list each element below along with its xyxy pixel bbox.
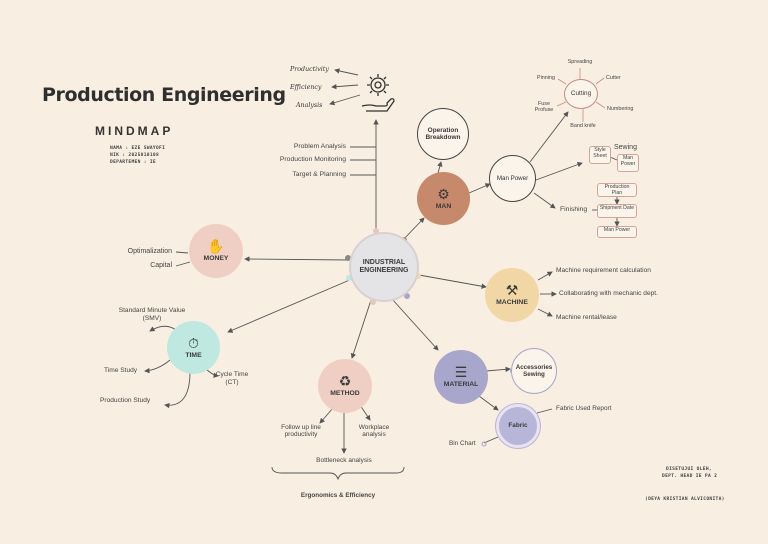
cutting-spreading: Spreading [567,59,593,65]
method-workplace: Workplace analysis [358,424,390,439]
time-study: Time Study [104,367,138,374]
cutting-fuse-profuse: Fuse Profuse [534,101,554,114]
money-label: MONEY [203,255,229,263]
machine-collaborating: Collaborating with mechanic dept. [559,290,658,297]
cutting-node: Cutting [564,79,598,109]
page-title: Production Engineering [42,84,286,106]
man-power-label: Man Power [496,174,529,182]
cutting-label: Cutting [570,90,592,98]
approved-by: DISETUJUI OLEH, [666,467,712,472]
money-node: ✋ MONEY [189,224,243,278]
method-follow-up: Follow up line productivity [281,424,321,439]
operation-breakdown-label: Operation Breakdown [425,126,461,141]
time-production-study: Production Study [100,397,151,404]
cutting-pinning: Pinning [537,75,555,81]
finishing-production-plan: Production Plan [597,183,637,197]
fabric-node: Fabric [496,404,540,448]
material-node: ☰ MATERIAL [434,350,488,404]
dna-icon: ♻ [338,373,352,390]
money-hand-icon: ✋ [207,238,225,255]
machine-label: MACHINE [496,299,528,307]
worker-icon: ⚙ [437,185,450,202]
item-problem-analysis: Problem Analysis [293,143,346,150]
fabric-used-report: Fabric Used Report [556,405,612,412]
sewing-label: Sewing [614,144,637,151]
cutting-numbering: Numbering [607,106,634,112]
material-label: MATERIAL [443,381,479,389]
machine-rental: Machine rental/lease [556,314,617,321]
gear-hand-icon [358,70,398,114]
method-label: METHOD [330,390,360,398]
author-department: DEPARTEMEN : IE [110,160,156,165]
sewing-style-sheet: Style Sheet [589,146,611,164]
approver-position: DEPT. HEAD IE PA 2 [662,474,718,479]
stopwatch-icon: ⏱ [188,334,199,351]
time-smv: Standard Minute Value (SMV) [118,307,186,322]
item-production-monitoring: Production Monitoring [279,156,346,163]
man-node: ⚙ MAN [417,172,470,225]
item-target-planning: Target & Planning [292,171,346,178]
sewing-man-power: Man Power [617,154,639,172]
output-efficiency: Efficiency [290,84,322,91]
method-summary: Ergonomics & Efficiency [300,492,376,499]
author-name: NAMA : EZE SWAYOFI [110,146,166,151]
cutting-band-knife: Band knife [570,123,596,129]
machine-requirement: Machine requirement calculation [556,267,651,274]
man-label: MAN [435,202,452,210]
layers-icon: ☰ [454,364,468,381]
time-node: ⏱ TIME [167,321,220,374]
output-productivity: Productivity [290,66,329,73]
output-analysis: Analysis [296,102,323,109]
accessories-label: Accessories Sewing [515,363,553,378]
accessories-node: Accessories Sewing [511,348,557,394]
author-nik: NIK : 2025010108 [110,153,160,158]
center-label: INDUSTRIAL ENGINEERING [359,258,409,274]
operation-breakdown-node: Operation Breakdown [417,108,469,160]
fabric-label: Fabric [508,422,528,430]
finishing-label: Finishing [560,206,588,213]
time-cycle-time: Cycle Time (CT) [215,371,249,386]
man-power-node: Man Power [489,155,536,202]
approver-name: (DEYA KRISTIAN ALVICONITA) [645,497,725,502]
method-node: ♻ METHOD [318,359,372,413]
cutting-cutter: Cutter [606,75,621,81]
page-subtitle: MINDMAP [95,124,174,138]
fabric-bin-chart: Bin Chart [449,440,476,447]
money-optimalization: Optimalization [127,248,172,255]
time-label: TIME [185,351,202,359]
finishing-shipment-date: Shipment Date [597,204,637,218]
machine-node: ⚒ MACHINE [485,268,539,322]
sewing-machine-icon: ⚒ [505,282,519,299]
method-bottleneck: Bottleneck analysis [316,457,372,464]
finishing-man-power: Man Power [597,226,637,238]
center-node: INDUSTRIAL ENGINEERING [349,232,419,302]
money-capital: Capital [150,262,172,269]
